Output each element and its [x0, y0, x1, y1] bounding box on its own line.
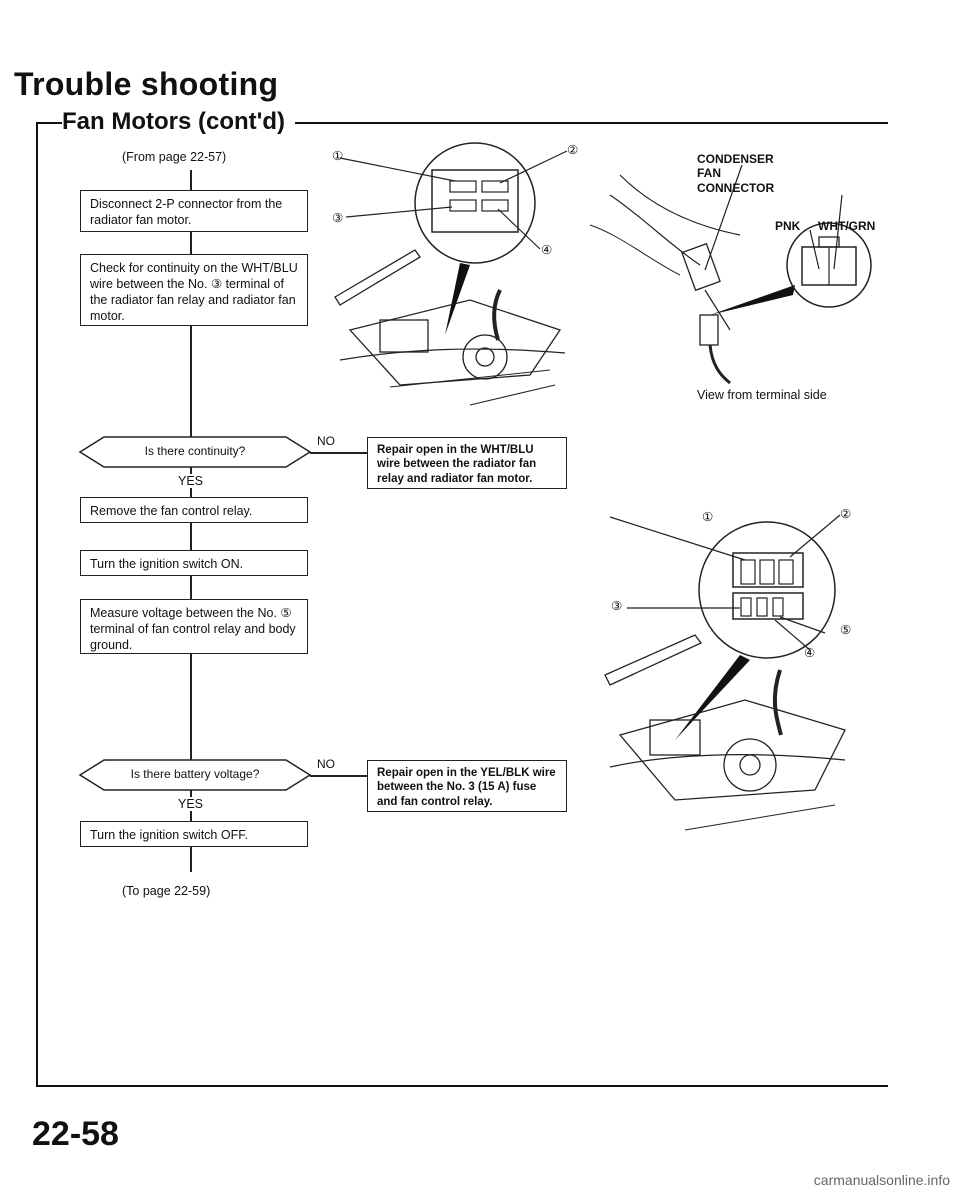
watermark: carmanualsonline.info: [813, 1172, 950, 1188]
flow-connector: [190, 847, 192, 872]
flow-connector: [310, 775, 367, 777]
flow-connector: [190, 523, 192, 550]
frame-left-rule: [36, 122, 38, 1087]
flow-connector: [190, 326, 192, 437]
condenser-connector-figure: [589, 164, 872, 385]
relay2-terminal-1: ①: [702, 510, 714, 524]
relay-figure-1: [334, 142, 568, 406]
to-page-ref: (To page 22-59): [122, 884, 211, 898]
relay2-terminal-3: ③: [611, 599, 623, 613]
header-rule: [36, 122, 888, 124]
decision-continuity-no: NO: [317, 434, 335, 448]
from-page-ref: (From page 22-57): [122, 150, 227, 164]
condenser-connector-label: CONDENSER FAN CONNECTOR: [697, 152, 775, 195]
flow-connector: [190, 232, 192, 254]
relay1-terminal-4: ④: [541, 243, 553, 257]
decision-continuity-yes: YES: [175, 474, 207, 488]
step-disconnect-connector: Disconnect 2-P connector from the radiat…: [80, 190, 308, 232]
wire-pnk-label: PNK: [775, 219, 801, 233]
step-ignition-on: Turn the ignition switch ON.: [80, 550, 308, 576]
relay-figure-2: [604, 514, 846, 831]
step-check-continuity: Check for continuity on the WHT/BLU wire…: [80, 254, 308, 326]
relay2-terminal-2: ②: [840, 507, 852, 521]
flow-connector: [310, 452, 367, 454]
action-repair-wht-blu: Repair open in the WHT/BLU wire between …: [367, 437, 567, 489]
page-title: Trouble shooting: [14, 66, 279, 102]
relay1-terminal-3: ③: [332, 211, 344, 225]
decision-voltage-yes: YES: [175, 797, 207, 811]
step-remove-relay: Remove the fan control relay.: [80, 497, 308, 523]
page-number: 22-58: [32, 1115, 119, 1153]
view-caption: View from terminal side: [697, 388, 827, 402]
decision-continuity-text: Is there continuity?: [144, 444, 246, 458]
flow-connector: [190, 576, 192, 599]
relay2-terminal-4: ④: [804, 646, 816, 660]
action-repair-yel-blk: Repair open in the YEL/BLK wire between …: [367, 760, 567, 812]
wire-wht-grn-label: WHT/GRN: [818, 219, 876, 233]
relay1-terminal-1: ①: [332, 149, 344, 163]
relay1-terminal-2: ②: [567, 143, 579, 157]
flow-connector: [190, 654, 192, 760]
frame-bottom-rule: [36, 1085, 888, 1087]
decision-voltage-no: NO: [317, 757, 335, 771]
decision-voltage-text: Is there battery voltage?: [130, 767, 260, 781]
relay2-terminal-5: ⑤: [840, 623, 852, 637]
page-subtitle: Fan Motors (cont'd): [62, 108, 296, 136]
step-measure-voltage: Measure voltage between the No. ⑤ termin…: [80, 599, 308, 654]
step-ignition-off: Turn the ignition switch OFF.: [80, 821, 308, 847]
flow-connector: [190, 170, 192, 190]
